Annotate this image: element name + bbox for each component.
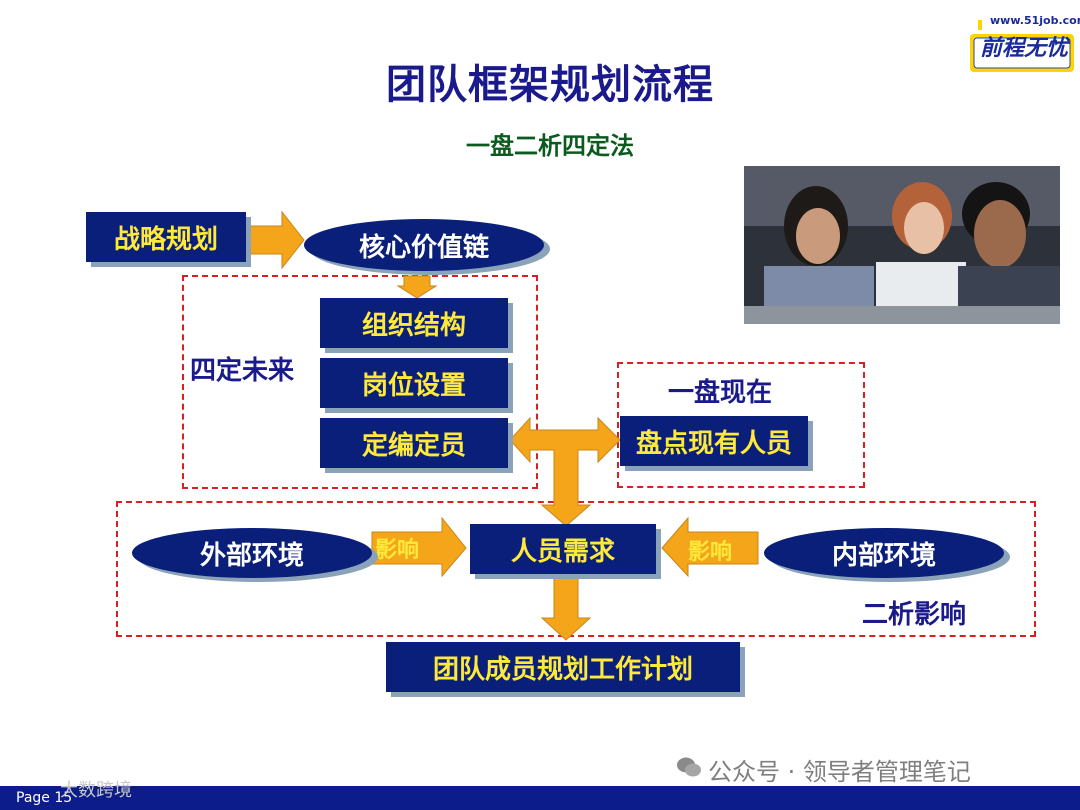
two-analysis-label: 二析影响 (862, 600, 967, 630)
arrow-demand-to-plan (540, 575, 592, 641)
arrow-internal-to-demand (661, 516, 759, 578)
influence-left-label: 影响 (375, 538, 420, 563)
footer-bar (0, 786, 1080, 810)
logo-name: 前程无忧 (980, 36, 1069, 61)
arrow-core-to-org (396, 275, 438, 299)
one-inventory-region (617, 362, 865, 488)
business-team-photo (744, 166, 1060, 324)
post-setting-box: 岗位设置 (320, 358, 508, 408)
staffing-box: 定编定员 (320, 418, 508, 468)
one-inventory-label: 一盘现在 (668, 378, 773, 408)
page-number: Page 15 (16, 790, 73, 806)
page-subtitle: 一盘二析四定法 (466, 132, 634, 160)
arrow-bidirectional-t (509, 416, 621, 527)
wechat-icon (676, 756, 702, 778)
internal-env-ellipse: 内部环境 (764, 528, 1004, 578)
arrow-strategy-to-core (245, 210, 305, 270)
personnel-demand-box: 人员需求 (470, 524, 656, 574)
page-title: 团队框架规划流程 (386, 62, 714, 108)
org-structure-box: 组织结构 (320, 298, 508, 348)
external-env-ellipse: 外部环境 (132, 528, 372, 578)
company-logo (968, 16, 1076, 76)
inventory-box: 盘点现有人员 (620, 416, 808, 466)
influence-right-label: 影响 (688, 540, 733, 565)
arrow-external-to-demand (371, 516, 467, 578)
four-fix-region (182, 275, 538, 489)
logo-url: www.51job.com (990, 14, 1080, 27)
corner-watermark: 大数跨境 (60, 780, 132, 801)
team-plan-box: 团队成员规划工作计划 (386, 642, 740, 692)
core-value-chain-ellipse: 核心价值链 (304, 219, 544, 271)
strategy-planning-box: 战略规划 (86, 212, 246, 262)
watermark-text: 公众号 · 领导者管理笔记 (708, 758, 971, 786)
four-fix-label: 四定未来 (190, 356, 295, 386)
